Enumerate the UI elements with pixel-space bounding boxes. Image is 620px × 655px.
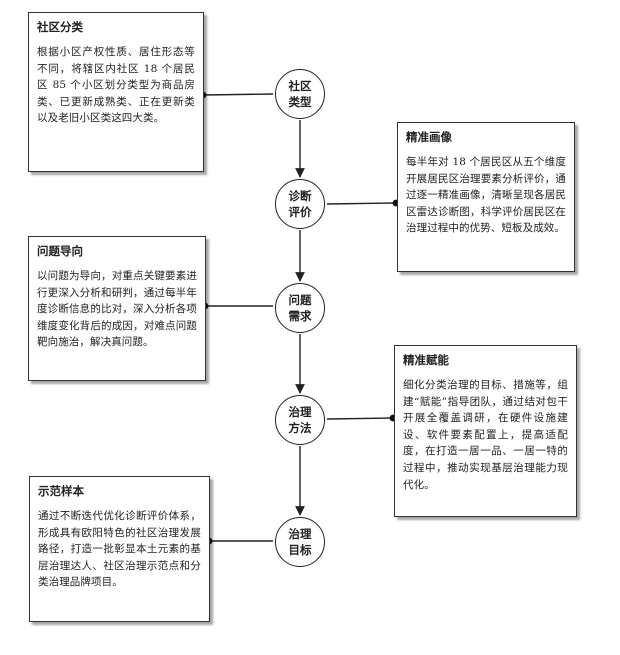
node-community-type: 社区类型	[275, 69, 325, 119]
box-body: 每半年对 18 个居民区从五个维度开展居民区治理要素分析评价，通过逐一精准画像，…	[406, 156, 566, 235]
node-diagnosis-evaluation: 诊断评价	[275, 179, 325, 229]
box-precise-empowerment: 精准赋能 细化分类治理的目标、措施等，组建“赋能”指导团队，通过结对包干开展全覆…	[394, 345, 577, 517]
node-governance-method: 治理方法	[275, 395, 325, 445]
node-governance-goal: 治理目标	[275, 517, 325, 567]
box-title: 精准赋能	[403, 353, 449, 367]
box-community-classification: 社区分类 根据小区产权性质、居住形态等不同，将辖区内社区 18 个居民区 85 …	[28, 12, 204, 172]
box-title: 问题导向	[37, 244, 83, 258]
node-label: 社区类型	[288, 79, 312, 109]
box-title: 示范样本	[38, 484, 84, 498]
box-title: 精准画像	[406, 130, 452, 144]
connector-4	[326, 417, 394, 420]
box-body: 细化分类治理的目标、措施等，组建“赋能”指导团队，通过结对包干开展全覆盖调研，在…	[403, 379, 568, 491]
node-label: 诊断评价	[288, 189, 312, 219]
connector-2	[326, 202, 397, 205]
node-label: 治理方法	[288, 405, 312, 435]
box-title: 社区分类	[37, 20, 83, 34]
box-body: 以问题为导向，对重点关键要素进行更深入分析和研判，通过每半年度诊断信息的比对，深…	[37, 270, 197, 349]
box-body: 通过不断迭代优化诊断评价体系，形成具有欧阳特色的社区治理发展路径，打造一批彰显本…	[38, 510, 201, 589]
box-problem-oriented: 问题导向 以问题为导向，对重点关键要素进行更深入分析和研判，通过每半年度诊断信息…	[28, 236, 206, 381]
box-demonstration-sample: 示范样本 通过不断迭代优化诊断评价体系，形成具有欧阳特色的社区治理发展路径，打造…	[29, 476, 210, 622]
node-problem-demand: 问题需求	[275, 283, 325, 333]
node-label: 治理目标	[288, 527, 312, 557]
node-label: 问题需求	[288, 293, 312, 323]
box-precise-portrait: 精准画像 每半年对 18 个居民区从五个维度开展居民区治理要素分析评价，通过逐一…	[397, 122, 575, 272]
connector-1	[202, 93, 274, 96]
box-body: 根据小区产权性质、居住形态等不同，将辖区内社区 18 个居民区 85 个小区划分…	[37, 46, 195, 125]
